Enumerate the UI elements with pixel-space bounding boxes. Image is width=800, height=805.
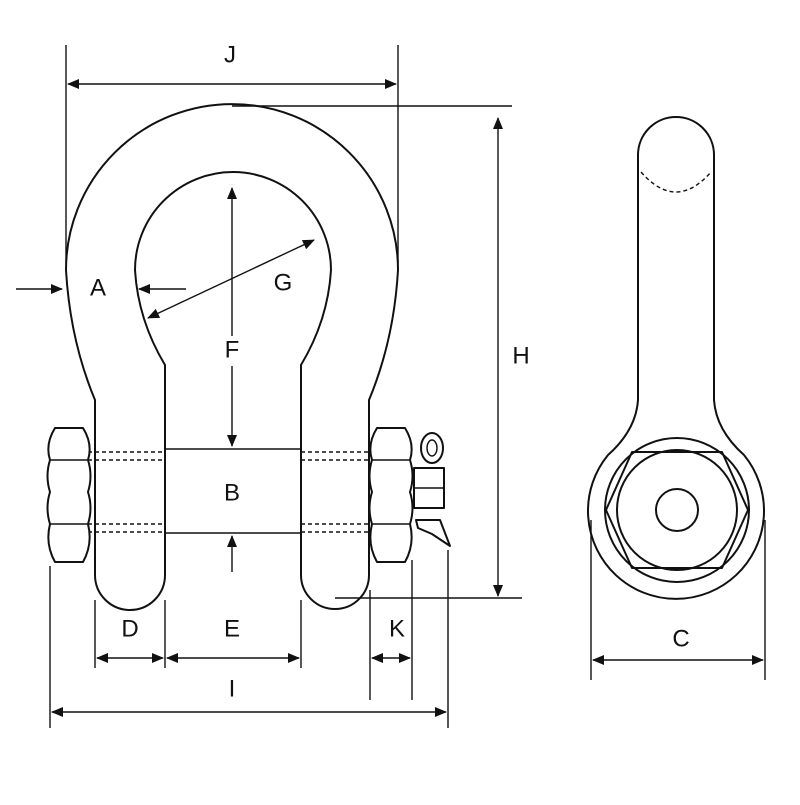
side-profile: [587, 116, 765, 600]
label-i: I: [229, 675, 236, 702]
label-e: E: [224, 615, 240, 642]
label-g: G: [274, 269, 293, 296]
side-view: [587, 116, 765, 600]
dimension-lines: [16, 45, 766, 728]
label-c: C: [672, 625, 689, 652]
label-b: B: [224, 479, 240, 506]
label-h: H: [512, 342, 529, 369]
front-view: [46, 103, 451, 611]
label-f: F: [225, 336, 240, 363]
side-hex: [605, 451, 749, 569]
right-hex-nut: [368, 427, 414, 563]
label-a: A: [90, 274, 106, 301]
left-hex-nut: [46, 427, 92, 563]
shackle-bow: [65, 103, 399, 611]
label-d: D: [121, 615, 138, 642]
label-k: K: [389, 615, 405, 642]
cotter-pin: [413, 432, 451, 547]
shackle-pin: [88, 448, 372, 534]
dimension-labels: J A G F H B D E K I C: [90, 41, 690, 702]
label-j: J: [224, 41, 236, 68]
pin-end-hole: [655, 488, 699, 532]
